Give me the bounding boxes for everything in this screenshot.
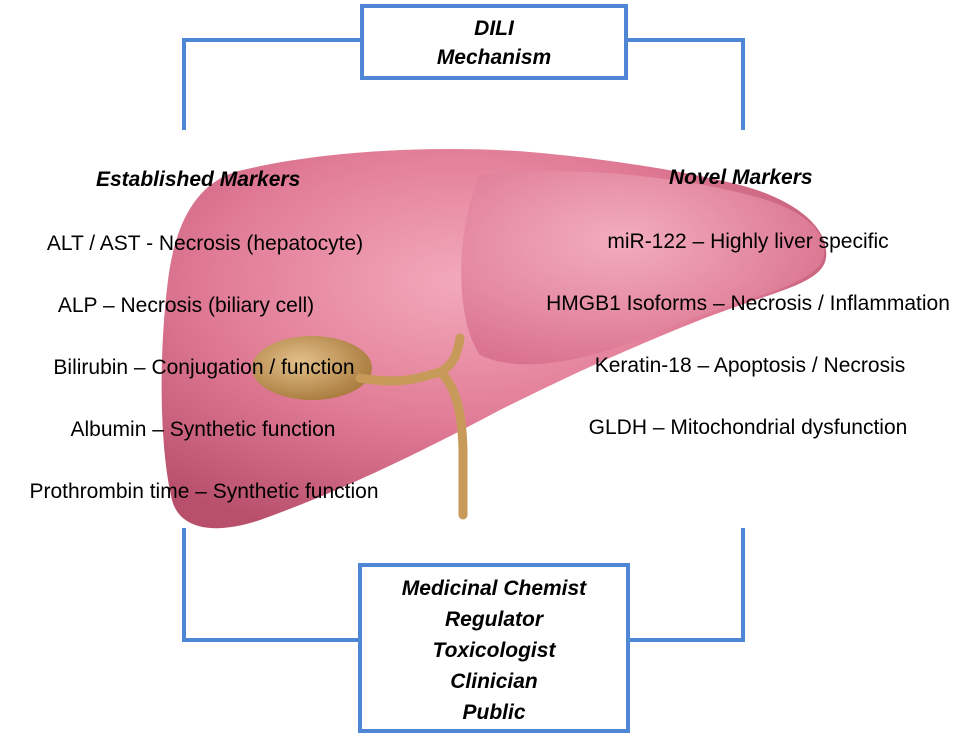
stakeholders-box: Medicinal Chemist Regulator Toxicologist… bbox=[358, 563, 630, 733]
novel-markers-heading: Novel Markers bbox=[669, 166, 813, 189]
bile-duct bbox=[355, 333, 468, 520]
mechanism-line-2: Mechanism bbox=[436, 46, 552, 69]
established-marker-4: Albumin – Synthetic function bbox=[70, 418, 336, 441]
liver-right-lobe bbox=[461, 171, 825, 365]
mechanism-box: DILI Mechanism bbox=[360, 4, 628, 80]
connector-bottom-left bbox=[182, 528, 358, 642]
mechanism-line-1: DILI bbox=[474, 17, 514, 40]
stakeholder-2: Regulator bbox=[444, 608, 543, 631]
established-markers-heading: Established Markers bbox=[96, 168, 301, 191]
novel-marker-3: Keratin-18 – Apoptosis / Necrosis bbox=[594, 354, 906, 377]
established-marker-1: ALT / AST - Necrosis (hepatocyte) bbox=[46, 232, 364, 255]
stakeholder-1: Medicinal Chemist bbox=[401, 577, 587, 600]
connector-lines bbox=[182, 38, 745, 642]
gallbladder bbox=[252, 336, 372, 400]
connector-bottom-right bbox=[630, 528, 745, 642]
novel-marker-4: GLDH – Mitochondrial dysfunction bbox=[588, 416, 908, 439]
established-marker-3: Bilirubin – Conjugation / function bbox=[53, 356, 355, 379]
connector-top-right bbox=[628, 38, 745, 130]
novel-marker-2: HMGB1 Isoforms – Necrosis / Inflammation bbox=[546, 292, 950, 315]
stakeholder-3: Toxicologist bbox=[432, 639, 556, 662]
established-marker-2: ALP – Necrosis (biliary cell) bbox=[57, 294, 315, 317]
stakeholder-4: Clinician bbox=[450, 670, 538, 693]
novel-marker-1: miR-122 – Highly liver specific bbox=[607, 230, 889, 253]
stakeholder-5: Public bbox=[462, 701, 526, 724]
connector-top bbox=[182, 38, 360, 130]
established-marker-5: Prothrombin time – Synthetic function bbox=[29, 480, 379, 503]
